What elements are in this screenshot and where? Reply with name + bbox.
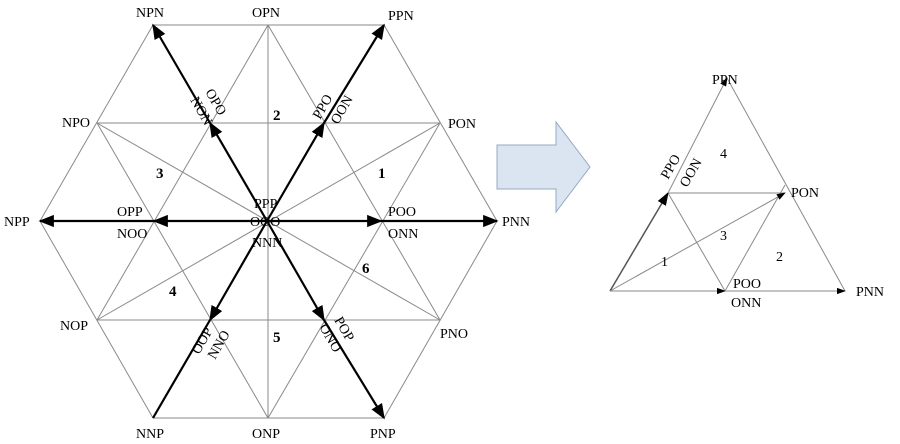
sub-label-onn: ONN	[731, 296, 761, 311]
sub-label-ppn: PPN	[712, 73, 738, 88]
label-ooo: OOO	[250, 215, 280, 230]
label-nop: NOP	[60, 319, 88, 334]
sub-label-pnn: PNN	[856, 285, 884, 300]
label-onn: ONN	[388, 227, 418, 242]
label-npn: NPN	[136, 6, 164, 21]
label-nnp: NNP	[136, 427, 164, 442]
sector-1: 1	[378, 166, 386, 182]
sector-3: 3	[156, 166, 164, 182]
label-nnn: NNN	[252, 236, 282, 251]
region-2: 2	[776, 250, 783, 265]
label-pon: PON	[448, 117, 476, 132]
label-opn: OPN	[252, 6, 280, 21]
region-1: 1	[661, 255, 668, 270]
label-pnn: PNN	[502, 215, 530, 230]
voltage-vectors	[38, 23, 499, 420]
label-npo: NPO	[62, 116, 90, 131]
sector-subdivision: PPN PON PNN POO ONN PPO OON 1 2 3 4	[609, 73, 884, 311]
region-3: 3	[720, 229, 727, 244]
label-ppn: PPN	[388, 9, 414, 24]
sub-label-poo: POO	[733, 277, 761, 292]
label-npp: NPP	[4, 215, 30, 230]
transition-arrow	[496, 120, 591, 214]
sector-5: 5	[273, 330, 281, 346]
sector-2: 2	[273, 108, 281, 124]
sector-4: 4	[169, 284, 177, 300]
label-noo: NOO	[117, 227, 147, 242]
hexagon-labels: NPN OPN PPN NPO PON NPP PNN NOP PNO NNP …	[4, 6, 530, 442]
label-ppp: PPP	[254, 197, 278, 212]
region-4: 4	[720, 147, 727, 162]
label-pnp: PNP	[370, 427, 396, 442]
label-onp: ONP	[252, 427, 280, 442]
label-pno: PNO	[440, 327, 468, 342]
sub-label-pon: PON	[791, 186, 819, 201]
sector-6: 6	[362, 261, 370, 277]
label-opp: OPP	[117, 205, 143, 220]
label-poo: POO	[388, 205, 416, 220]
